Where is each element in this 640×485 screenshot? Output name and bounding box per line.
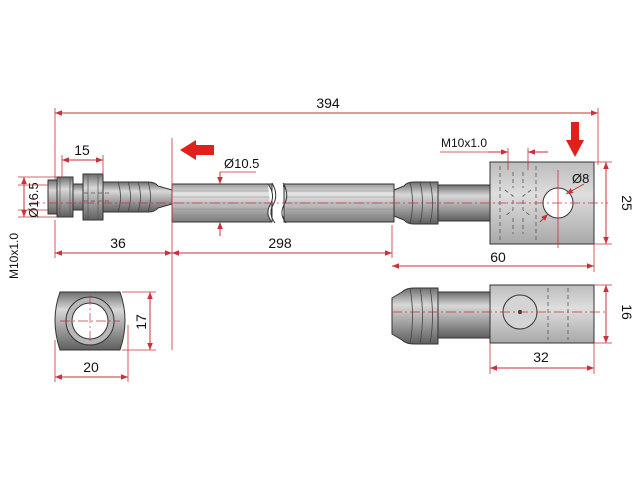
hex-height-dimension: 17	[122, 291, 156, 351]
hex-width-label: 20	[83, 359, 99, 375]
right-thread-dimension: M10x1.0	[440, 136, 548, 170]
block-width-dimension: 32	[489, 343, 595, 374]
hose-length-label: 298	[268, 235, 292, 251]
fitting-diameter-label: Ø16.5	[26, 182, 41, 217]
right-end-length-dimension: 60	[392, 244, 595, 272]
hex-nut-end-view	[54, 291, 126, 351]
overall-length-label: 394	[316, 95, 340, 111]
fitting-length-label: 15	[74, 142, 90, 158]
left-thread-dimension: M10x1.0	[7, 184, 48, 279]
hose-diameter-label: Ø10.5	[224, 156, 259, 171]
right-end-length-label: 60	[490, 249, 506, 265]
overall-length-dimension: 394	[54, 95, 599, 190]
hex-width-dimension: 20	[54, 325, 129, 382]
block-width-label: 32	[533, 349, 549, 365]
bracket-height-label: 25	[619, 195, 635, 211]
banjo-plan-view	[391, 284, 608, 345]
right-thread-label: M10x1.0	[441, 136, 487, 150]
bolt-hole-label: Ø8	[572, 171, 589, 186]
block-height-label: 16	[619, 304, 635, 320]
left-fitting	[47, 173, 173, 221]
fitting-length-dimension: 15	[61, 142, 104, 178]
hex-height-label: 17	[133, 314, 149, 330]
direction-arrow-down-icon	[566, 122, 584, 157]
left-thread-label: M10x1.0	[7, 233, 21, 279]
block-height-dimension: 16	[594, 284, 635, 344]
hose-length-dimension: 298	[172, 225, 393, 258]
left-end-length-label: 36	[110, 235, 126, 251]
direction-arrow-left-icon	[180, 140, 214, 160]
hose-diameter-dimension: Ø10.5	[217, 156, 259, 236]
fitting-diameter-dimension: Ø16.5	[18, 176, 57, 218]
bracket-height-dimension: 25	[594, 161, 635, 245]
left-end-length-dimension: 36	[54, 220, 172, 258]
bolt-hole-dimension: Ø8	[539, 170, 589, 248]
